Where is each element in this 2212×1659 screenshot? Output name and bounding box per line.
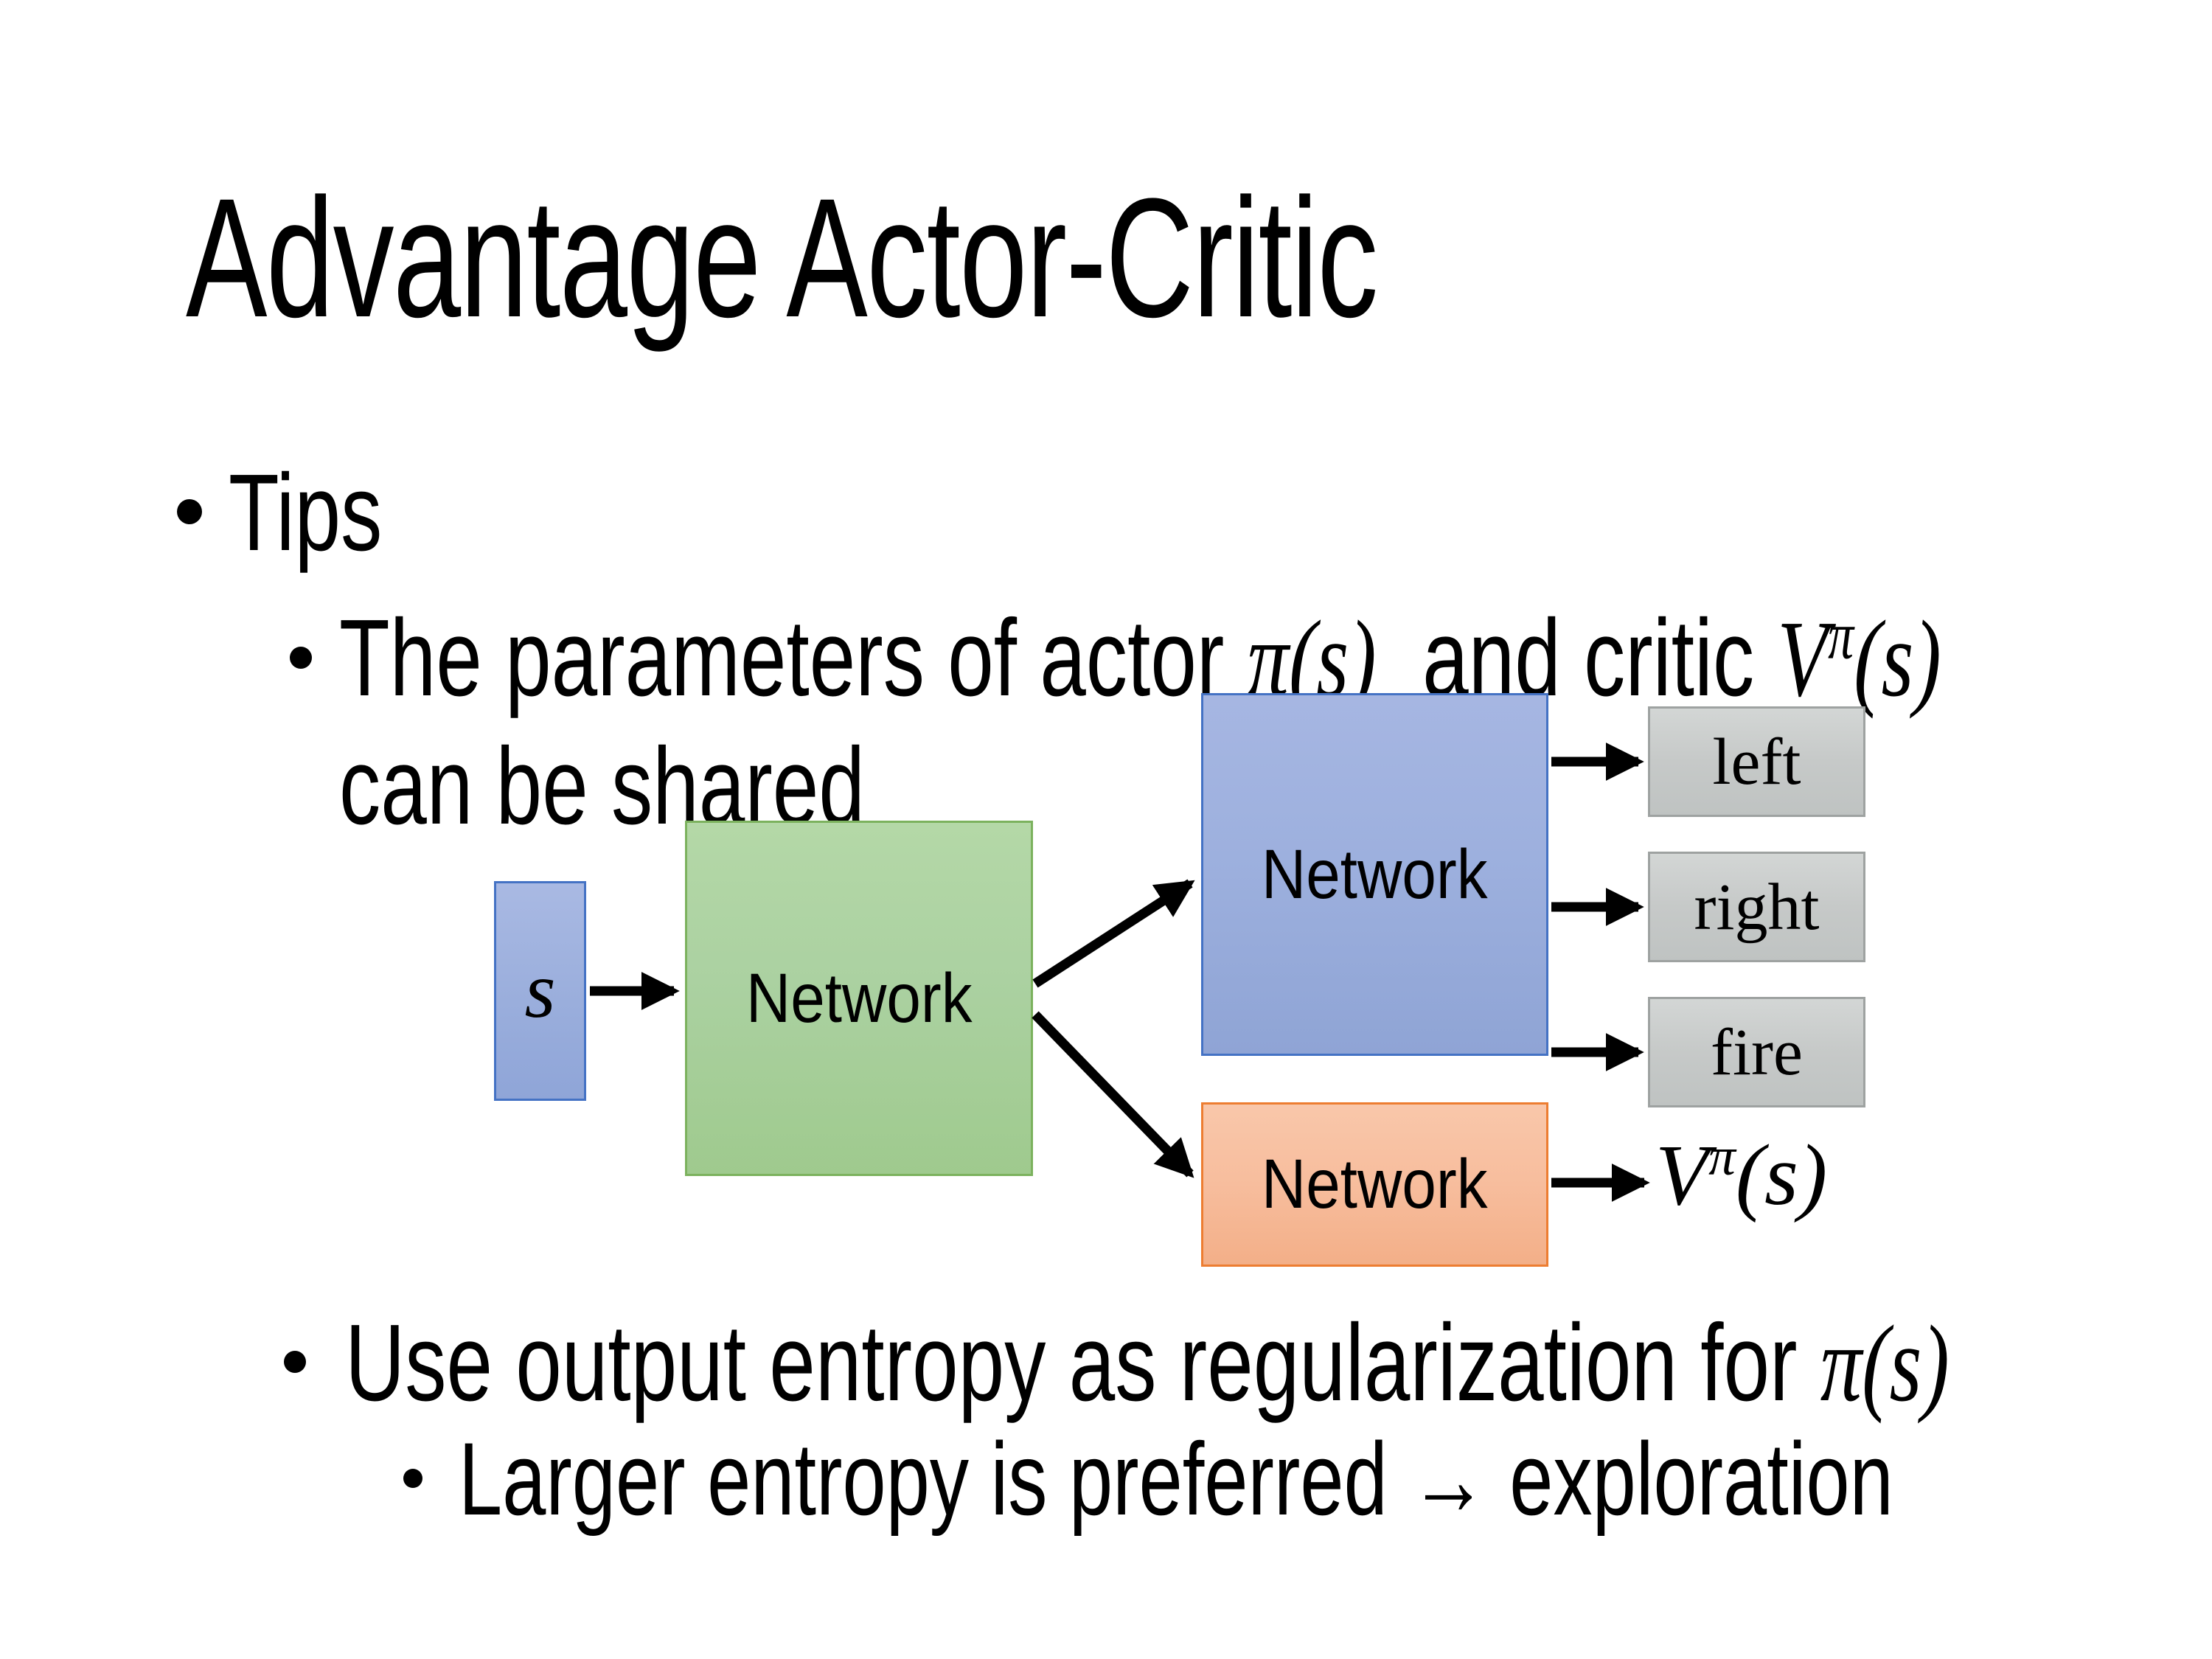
math-critic-args: (s)	[1854, 599, 1941, 720]
shared-network-box: Network	[685, 821, 1033, 1176]
arrow-shared-to-critic	[1032, 1011, 1194, 1178]
bullet-dot-level2-entropy	[284, 1351, 306, 1373]
shared-network-label: Network	[745, 959, 973, 1037]
bullet-dot-level3	[403, 1469, 422, 1488]
action-box-left: left	[1648, 706, 1865, 817]
state-input-box: s	[494, 881, 586, 1101]
page-title: Advantage Actor-Critic	[186, 163, 1378, 352]
math-critic-value: Vπ(s)	[1777, 599, 1941, 720]
bullet-dot-level2-shared	[290, 647, 312, 669]
action-label-fire: fire	[1711, 1015, 1803, 1089]
state-input-label: s	[524, 947, 556, 1034]
bullet-tips: Tips	[229, 452, 383, 574]
bullet-entropy: Use output entropy as regularization for…	[345, 1309, 1950, 1419]
math-critic-V: V	[1777, 599, 1829, 720]
critic-output-V: V	[1655, 1127, 1709, 1223]
bullet-exploration: Larger entropy is preferred → exploratio…	[459, 1421, 1893, 1537]
action-label-right: right	[1694, 870, 1820, 944]
action-label-left: left	[1712, 725, 1801, 799]
critic-output-args: (s)	[1735, 1127, 1828, 1223]
critic-output-value: Vπ(s)	[1655, 1130, 1827, 1219]
action-box-fire: fire	[1648, 997, 1865, 1107]
math-critic-sup-pi: π	[1828, 597, 1854, 673]
math-entropy-pi-s: π(s)	[1820, 1304, 1950, 1425]
actor-network-box: Network	[1201, 693, 1548, 1056]
critic-network-box: Network	[1201, 1102, 1548, 1267]
critic-network-label: Network	[1262, 1145, 1488, 1223]
arrow-shared-to-actor	[1032, 879, 1195, 988]
bullet-dot-level1	[177, 499, 202, 524]
actor-network-label: Network	[1262, 835, 1488, 914]
critic-output-sup-pi: π	[1708, 1126, 1736, 1186]
bullet-shared-prefix: The parameters of actor	[339, 597, 1248, 719]
action-box-right: right	[1648, 852, 1865, 962]
bullet-entropy-prefix: Use output entropy as regularization for	[345, 1302, 1820, 1424]
